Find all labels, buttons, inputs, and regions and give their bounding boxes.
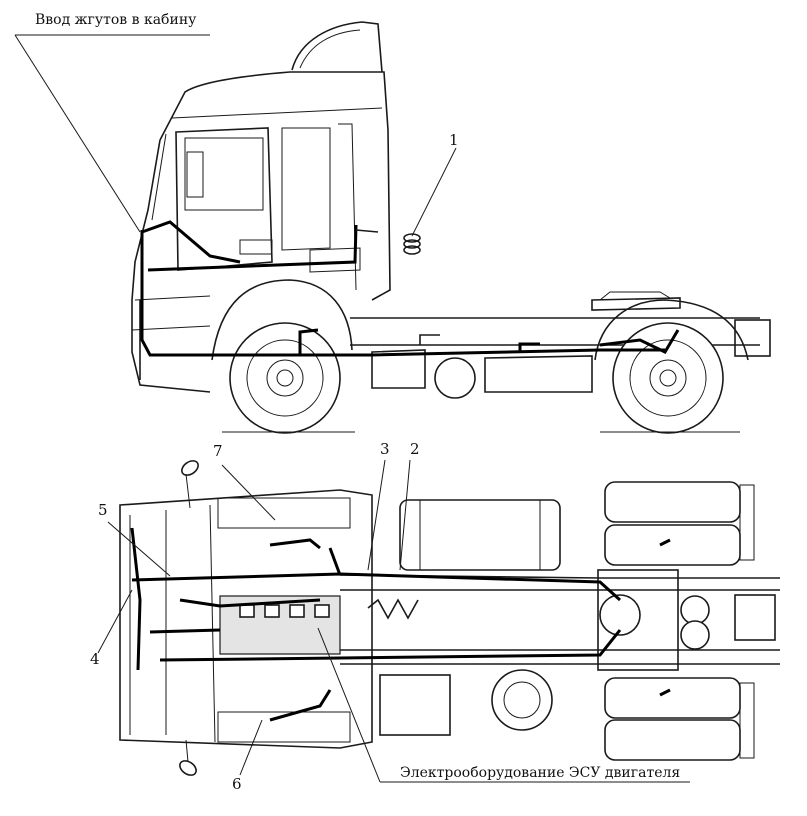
- callout-2: 2: [410, 440, 420, 458]
- side-view: [14, 21, 771, 434]
- callout-5: 5: [98, 501, 108, 519]
- ecu-engine-equipment-label: Электрооборудование ЭСУ двигателя: [400, 765, 681, 781]
- callout-7: 7: [213, 442, 223, 460]
- callout-3: 3: [380, 440, 390, 458]
- callout-6: 6: [232, 775, 242, 793]
- cab-harness-entry-label: Ввод жгутов в кабину: [35, 12, 197, 28]
- callout-1: 1: [449, 131, 459, 149]
- callout-4: 4: [90, 650, 100, 668]
- top-view: [97, 459, 780, 783]
